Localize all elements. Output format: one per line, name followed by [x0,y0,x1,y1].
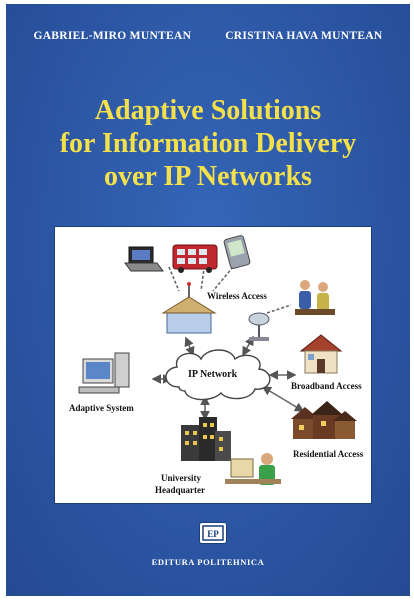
houses-icon [291,401,357,439]
ip-network-cloud [165,349,271,401]
title-line-1: Adaptive Solutions [94,95,322,126]
authors: GABRIEL-MIRO MUNTEAN CRISTINA HAVA MUNTE… [6,30,410,42]
book-title: Adaptive Solutions for Information Deliv… [6,94,410,193]
house-icon [299,334,343,374]
book-cover: GABRIEL-MIRO MUNTEAN CRISTINA HAVA MUNTE… [6,4,410,596]
author-1: GABRIEL-MIRO MUNTEAN [33,30,192,42]
svg-text:EP: EP [207,529,219,539]
title-line-3: over IP Networks [104,161,312,192]
ip-network-label: IP Network [188,369,238,380]
university-label-line2: Headquarter [155,485,205,495]
title-line-2: for Information Delivery [59,128,357,159]
network-diagram: IP Network Wireless Access Broadband Acc… [54,226,372,504]
laptop-icon [124,246,164,272]
people-icon [295,280,335,315]
university-label-line1: University [161,473,201,483]
broadband-access-label: Broadband Access [291,381,362,391]
residential-access-label: Residential Access [293,449,364,459]
user-at-desk-icon [225,453,281,485]
tower-icon [161,282,217,334]
diagram-graphics [78,235,357,485]
adaptive-system-label: Adaptive System [69,403,134,413]
antenna-icon [248,312,270,341]
author-2: CRISTINA HAVA MUNTEAN [225,30,383,42]
pda-icon [223,235,251,269]
building-icon [181,417,231,461]
publisher-logo: EP [199,522,227,544]
publisher-name: EDITURA POLITEHNICA [151,557,265,567]
wireless-access-label: Wireless Access [207,291,267,301]
computer-icon [78,352,130,394]
bus-icon [172,244,218,273]
